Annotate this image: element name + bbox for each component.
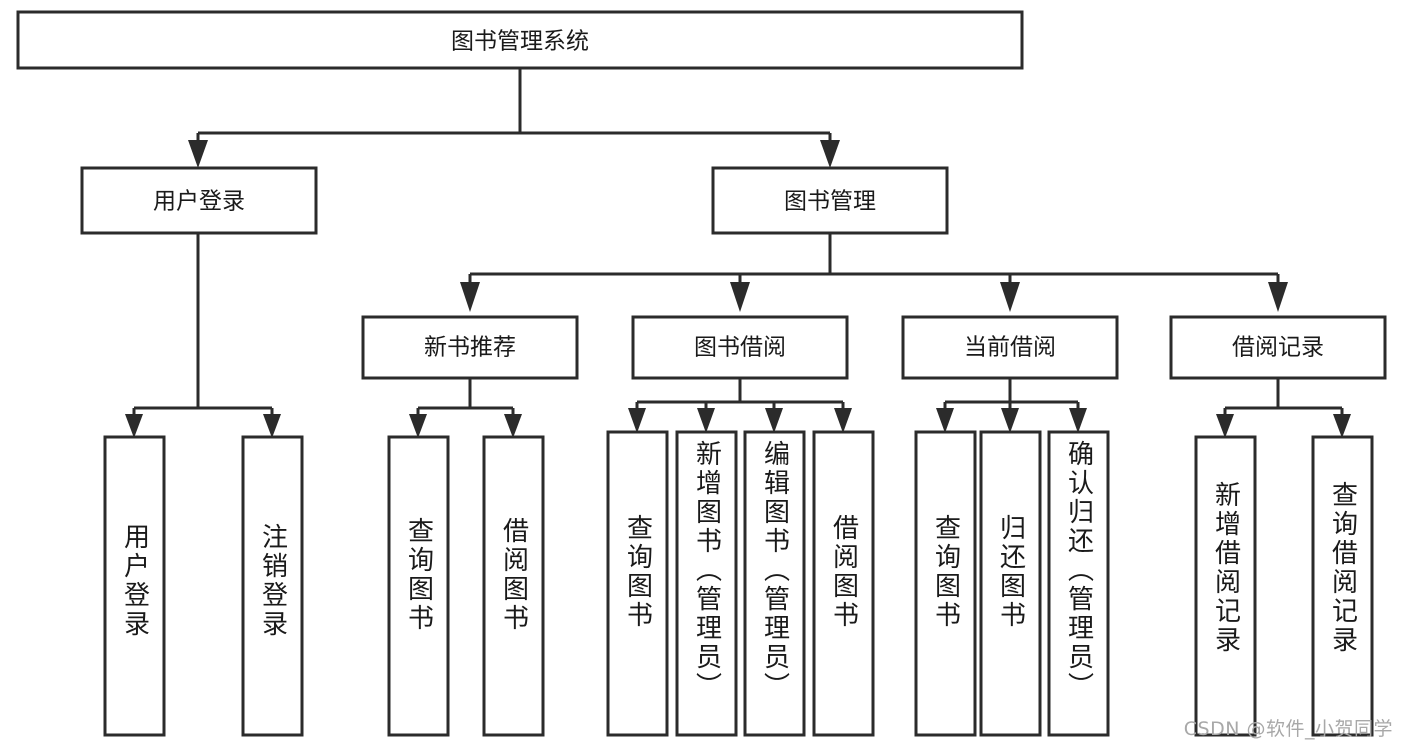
node-root-rect[interactable]	[16, 10, 1024, 70]
arrow-leaf-query-book-a	[409, 414, 427, 438]
edges-current-borrow-to-leaves	[936, 378, 1087, 433]
arrow-leaf-borrow-book-a	[504, 414, 522, 438]
node-new-book-recommend[interactable]: 新书推荐	[361, 315, 579, 380]
arrow-leaf-add-record	[1216, 414, 1234, 438]
node-book-borrow-rect[interactable]	[631, 315, 849, 380]
node-user-login-label: 用户登录	[153, 189, 245, 215]
arrow-to-book-manage	[820, 140, 840, 168]
leaf-rect-5[interactable]	[606, 430, 669, 737]
leaf-rect-8[interactable]	[812, 430, 875, 737]
node-current-borrow-label: 当前借阅	[964, 335, 1056, 361]
arrow-to-book-borrow	[730, 282, 750, 312]
node-borrow-record-label: 借阅记录	[1232, 335, 1324, 361]
node-book-borrow-label: 图书借阅	[694, 335, 786, 361]
node-new-book-recommend-label: 新书推荐	[424, 335, 516, 361]
edges-root-to-level2	[188, 68, 840, 168]
leaf-rect-11[interactable]	[1047, 430, 1110, 737]
leaf-rect-2[interactable]	[241, 435, 304, 737]
edges-borrow-record-to-leaves	[1216, 378, 1351, 438]
leaf-rects	[103, 430, 1374, 737]
arrow-leaf-query-book-b	[628, 408, 646, 433]
leaf-rect-9[interactable]	[914, 430, 977, 737]
edges-book-manage-to-level3	[460, 233, 1288, 312]
arrow-leaf-confirm-return	[1069, 408, 1087, 433]
arrow-leaf-borrow-book-b	[834, 408, 852, 433]
node-book-manage-label: 图书管理	[784, 189, 876, 215]
edges-new-book-rec-to-leaves	[409, 378, 522, 438]
leaf-rect-6[interactable]	[675, 430, 738, 737]
node-borrow-record[interactable]: 借阅记录	[1169, 315, 1387, 380]
node-borrow-record-rect[interactable]	[1169, 315, 1387, 380]
arrow-leaf-user-login	[125, 414, 143, 438]
arrow-leaf-logout	[263, 414, 281, 438]
edges-user-login-to-leaves	[125, 233, 281, 438]
node-user-login[interactable]: 用户登录	[80, 166, 318, 235]
arrow-leaf-add-book	[697, 408, 715, 433]
arrow-to-current-borrow	[1000, 282, 1020, 312]
node-book-manage-rect[interactable]	[711, 166, 949, 235]
leaf-rect-4[interactable]	[482, 435, 545, 737]
watermark-text: CSDN @软件_小贺同学	[1183, 718, 1393, 740]
arrow-leaf-query-record	[1333, 414, 1351, 438]
node-user-login-rect[interactable]	[80, 166, 318, 235]
arrow-to-borrow-record	[1268, 282, 1288, 312]
node-current-borrow-rect[interactable]	[901, 315, 1119, 380]
leaf-rect-12[interactable]	[1194, 435, 1257, 737]
arrow-leaf-return-book	[1001, 408, 1019, 433]
node-book-borrow[interactable]: 图书借阅	[631, 315, 849, 380]
node-current-borrow[interactable]: 当前借阅	[901, 315, 1119, 380]
arrow-to-user-login	[188, 140, 208, 168]
leaf-rect-10[interactable]	[979, 430, 1042, 737]
node-root-label: 图书管理系统	[451, 29, 589, 55]
node-book-manage[interactable]: 图书管理	[711, 166, 949, 235]
node-new-book-recommend-rect[interactable]	[361, 315, 579, 380]
leaf-rect-7[interactable]	[743, 430, 806, 737]
arrow-to-new-book-rec	[460, 282, 480, 312]
edges-book-borrow-to-leaves	[628, 378, 852, 433]
leaf-rect-1[interactable]	[103, 435, 166, 737]
leaf-rect-3[interactable]	[387, 435, 450, 737]
node-root[interactable]: 图书管理系统	[16, 10, 1024, 70]
arrow-leaf-query-book-c	[936, 408, 954, 433]
arrow-leaf-edit-book	[765, 408, 783, 433]
leaf-rect-13[interactable]	[1311, 435, 1374, 737]
